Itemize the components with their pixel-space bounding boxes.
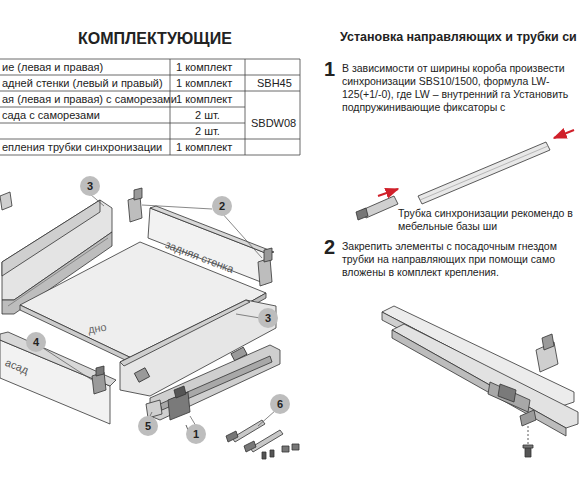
table-cell: адней стенки (левый и правый) [2,77,163,90]
drawer-exploded-view-part [250,430,283,452]
step-number: 1 [324,58,335,80]
drawer-exploded-view [0,188,299,459]
table-cell: 2 шт. [195,109,220,122]
callout-number-text: 4 [33,336,39,348]
drawer-exploded-view-part [134,188,142,200]
step-number: 2 [324,236,335,258]
sync-tube-figure-part [418,142,550,204]
drawer-exploded-view-part [120,300,250,366]
runner-mount-figure-part [498,384,516,402]
drawer-exploded-view-part [174,386,186,398]
callout-number: 2 [212,196,232,216]
leader-lines-part [142,205,212,209]
callout-number: 3 [80,176,100,196]
callout-number-text: 6 [277,398,283,410]
callout-number-text: 5 [145,420,151,432]
runner-mount-figure-part [392,324,578,428]
leader-lines-part [90,194,104,206]
parts-table-part [0,91,300,92]
drawer-exploded-view-part [282,446,289,452]
drawer-exploded-view-part [0,192,12,210]
drawer-exploded-view-part [262,452,266,459]
callout-number: 1 [186,424,206,444]
drawer-exploded-view-part [232,420,265,442]
leader-lines [43,194,276,426]
page-title: КОМПЛЕКТУЮЩИЕ [78,30,232,48]
callout-number: 3 [258,308,278,328]
leader-lines-part [221,212,262,258]
table-cell: 2 шт. [195,125,220,138]
runner-mount-figure-part [488,382,530,412]
parts-table-part [300,59,301,155]
parts-table-part [0,155,300,156]
sync-tube-figure-part [378,189,398,196]
step-text: Закрепить элементы с посадочным гнездом … [342,240,576,279]
callout-number: 6 [270,394,290,414]
parts-table-part [0,75,300,76]
runner-mount-figure-part [520,410,536,426]
callout-number-text: 3 [87,180,93,192]
step-text: В зависимости от ширины короба произвест… [342,62,576,114]
table-cell: ая (левая и правая) с саморезами [2,93,177,106]
parts-table-part [0,107,245,108]
runner-mount-figure-part [382,306,574,406]
runner-mount-figure-part [523,445,533,448]
callout-number: 4 [26,332,46,352]
parts-table-part [0,59,300,60]
leader-lines-part [258,410,276,426]
table-cell: сада с саморезами [2,109,100,122]
runner-mount-figure [382,306,578,457]
table-cell: SBDW08 [251,117,296,130]
table-cell: епления трубки синхронизации [2,141,162,154]
sync-tube-figure-part [554,130,574,138]
runner-mount-figure-part [392,330,566,436]
table-cell: 1 комплект [176,141,232,154]
table-cell: 1 комплект [176,77,232,90]
sync-tube-figure-part [420,146,548,200]
parts-table-part [245,59,246,155]
leader-lines-part [43,348,92,380]
runner-mount-figure-part [525,447,531,457]
parts-table-part [170,59,171,155]
table-cell: 1 комплект [176,61,232,74]
drawer-exploded-view-part [134,368,149,382]
drawer-exploded-view-part [226,431,238,442]
figure-caption: Трубка синхронизации рекомендо в мебельн… [398,207,578,233]
section-heading: Установка направляющих и трубки си [340,31,577,44]
parts-table-part [0,123,245,124]
drawer-exploded-view-part [150,345,280,420]
drawer-exploded-view-part [264,248,272,262]
sync-tube-figure [356,130,574,220]
callout-number-text: 3 [265,312,271,324]
parts-table [0,59,300,155]
drawer-exploded-view-part [270,450,274,457]
callout-number: 5 [138,416,158,436]
drawer-exploded-view-part [292,444,299,450]
table-cell: SBH45 [257,77,292,90]
table-cell: ие (левая и правая) [2,61,103,74]
sync-tube-figure-part [356,208,368,220]
parts-table-part [0,139,300,140]
callout-number-text: 2 [219,200,225,212]
runner-mount-figure-part [528,426,529,446]
table-cell: 1 комплект [176,93,232,106]
drawer-exploded-view-part [258,258,272,286]
leader-lines-part [236,314,260,318]
drawer-exploded-view-part [244,441,256,452]
runner-mount-figure-part [542,334,554,350]
drawer-exploded-view-part [96,366,104,376]
callout-number-text: 1 [193,428,199,440]
